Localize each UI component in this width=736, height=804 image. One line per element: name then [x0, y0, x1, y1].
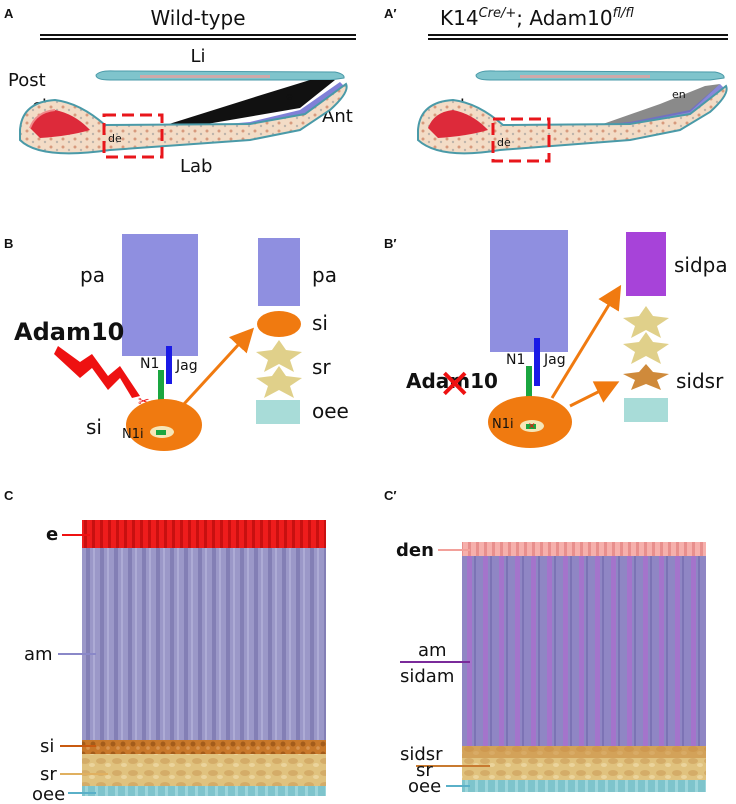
- n1i-bar: [156, 430, 166, 435]
- sidpa-label: sidpa: [674, 253, 728, 277]
- ameloblast-layer: [82, 548, 326, 740]
- sr-star-top: [256, 340, 302, 372]
- knockout-x-icon: ✕: [438, 362, 472, 408]
- panel-c-prime: den am sidam sidsr sr oee: [396, 540, 706, 797]
- n1-bar-prime: [526, 366, 532, 420]
- n1i-label-prime: N1i: [492, 417, 514, 432]
- panel-letter-a-prime: A′: [384, 6, 397, 21]
- incisor-body: [19, 82, 348, 155]
- pa-legend-label: pa: [312, 263, 337, 287]
- scissors-icon: ✂: [138, 394, 150, 410]
- sidsr-layer-label: sidsr: [400, 744, 443, 765]
- lingual-inner: [140, 75, 270, 78]
- panel-a-prime: K14Cre/+; Adam10fl/fl cl de en: [417, 6, 728, 163]
- pa-label: pa: [80, 263, 105, 287]
- enamel-wedge: [150, 80, 335, 132]
- sr-star-prime-top: [623, 306, 669, 338]
- pa-legend-block: [258, 238, 300, 306]
- de-label: de: [108, 132, 122, 145]
- cervical-loop-prime: [428, 110, 488, 138]
- oee-layer: [82, 786, 326, 796]
- sidsr-star: [623, 364, 669, 390]
- mutant-rule-bottom: [428, 38, 728, 40]
- panel-b: pa N1 Jag Adam10 ✂ N1i si pa si sr oee: [14, 234, 349, 451]
- arrow-to-sidpa: [550, 284, 622, 399]
- differentiation-arrow: [182, 327, 255, 406]
- den-layer-label: den: [396, 540, 434, 561]
- e-layer-label: e: [46, 524, 58, 545]
- sidpa-block: [626, 232, 666, 296]
- adam10-faded-label: Adam10: [406, 369, 498, 393]
- n1-bar: [158, 370, 164, 422]
- e-label: e: [286, 90, 293, 103]
- sidam-layer-label: sidam: [400, 666, 454, 687]
- panel-letter-b: B: [4, 236, 13, 251]
- n1-label: N1: [140, 356, 159, 372]
- li-label: Li: [190, 46, 205, 67]
- sr-star-prime-mid: [623, 332, 669, 364]
- de-label-prime: de: [497, 136, 511, 149]
- arrow-to-sidsr: [569, 381, 620, 408]
- sr-legend-label: sr: [312, 355, 331, 379]
- adam10-label: Adam10: [14, 318, 124, 346]
- den-layer: [462, 542, 706, 556]
- jag-label: Jag: [175, 358, 198, 374]
- lingual-inner-prime: [520, 75, 650, 78]
- panel-letter-c-prime: C′: [384, 488, 397, 503]
- jag-label-prime: Jag: [543, 352, 566, 368]
- pa-block-prime: [490, 230, 568, 352]
- si-layer-label: si: [40, 736, 54, 757]
- jag-bar-prime: [534, 338, 540, 386]
- enamel-wedge-grey: [600, 84, 720, 128]
- si-cell: [126, 399, 202, 451]
- si-layer: [82, 740, 326, 754]
- panel-letter-c: C: [4, 488, 14, 503]
- roi-dashed-box: [102, 113, 164, 159]
- title-rule-top: [40, 34, 356, 36]
- post-label: Post: [8, 70, 46, 91]
- am-layer-label: am: [24, 644, 53, 665]
- si-legend-ellipse: [257, 311, 301, 337]
- incisor-body-prime: [417, 84, 728, 155]
- lab-label: Lab: [180, 156, 212, 177]
- en-label: en: [672, 88, 686, 101]
- sidsr-layer: [462, 746, 706, 758]
- oee-legend-block: [256, 400, 300, 424]
- panel-c: e am si sr oee: [24, 520, 326, 804]
- panel-b-prime: N1 Jag Adam10 ✕ ✕ N1i sidpa sidsr: [406, 230, 728, 448]
- cervical-loop-highlight: [29, 109, 56, 129]
- sr-star-bottom: [256, 366, 302, 398]
- mutant-rule-top: [428, 34, 728, 36]
- si-label: si: [86, 415, 102, 439]
- mutant-title: K14Cre/+; Adam10fl/fl: [440, 6, 634, 30]
- roi-dashed-box-prime: [491, 117, 551, 163]
- lightning-bolt-icon: [54, 346, 140, 398]
- oee-block-prime: [624, 398, 668, 422]
- panel-letter-a: A: [4, 6, 14, 21]
- n1i-bar-prime: [526, 424, 536, 429]
- panel-letter-b-prime: B′: [384, 236, 397, 251]
- oee-layer-label-prime: oee: [408, 776, 441, 797]
- oee-layer-label: oee: [32, 784, 65, 804]
- n1-label-prime: N1: [506, 352, 525, 368]
- oee-legend-label: oee: [312, 399, 349, 423]
- wildtype-title: Wild-type: [150, 6, 245, 30]
- sr-layer-label: sr: [40, 764, 57, 785]
- sr-layer-label-prime: sr: [416, 760, 433, 781]
- sidsr-label: sidsr: [676, 369, 724, 393]
- enamel-layer-e: [82, 520, 326, 548]
- am-layer-label-prime: am: [418, 640, 447, 661]
- oee-layer-prime: [462, 780, 706, 792]
- panel-a: Wild-type Li Post cl Ant Lab de e: [8, 6, 356, 177]
- si-legend-label: si: [312, 311, 328, 335]
- pa-block: [122, 234, 198, 356]
- cervical-loop: [30, 110, 90, 138]
- n1i-label: N1i: [122, 427, 144, 442]
- ameloblast-layer-prime: [462, 556, 706, 746]
- n1i-knockout-icon: ✕: [528, 422, 536, 432]
- sr-layer: [82, 754, 326, 786]
- title-rule-bottom: [40, 38, 356, 40]
- jag-bar: [166, 346, 172, 384]
